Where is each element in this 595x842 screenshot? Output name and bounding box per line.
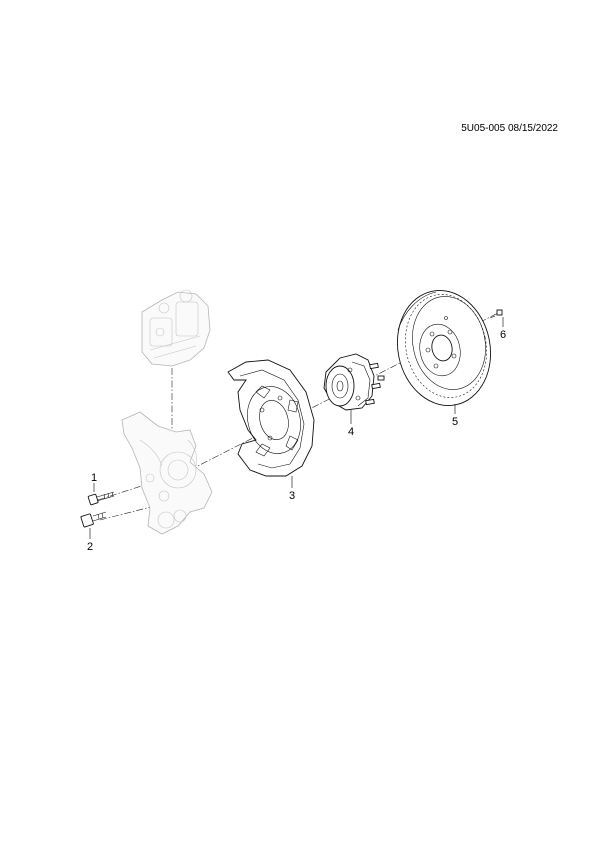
- callout-leaders: [89, 317, 504, 539]
- callout-5: 5: [452, 416, 458, 428]
- callout-3: 3: [289, 490, 295, 502]
- brake-caliper-icon: [141, 289, 211, 367]
- screw-icon: [489, 309, 503, 319]
- steering-knuckle-icon: [121, 411, 213, 535]
- bolt-icon: [80, 511, 107, 528]
- callout-2: 2: [87, 541, 93, 553]
- callout-4: 4: [348, 426, 354, 438]
- wheel-hub-icon: [323, 353, 385, 411]
- diagram-code: 5U05-005 08/15/2022: [461, 123, 558, 134]
- callout-1: 1: [91, 472, 97, 484]
- brake-rotor-icon: [396, 290, 492, 406]
- callout-6: 6: [500, 329, 506, 341]
- bolt-icon: [87, 491, 115, 506]
- brake-shield-icon: [227, 359, 315, 477]
